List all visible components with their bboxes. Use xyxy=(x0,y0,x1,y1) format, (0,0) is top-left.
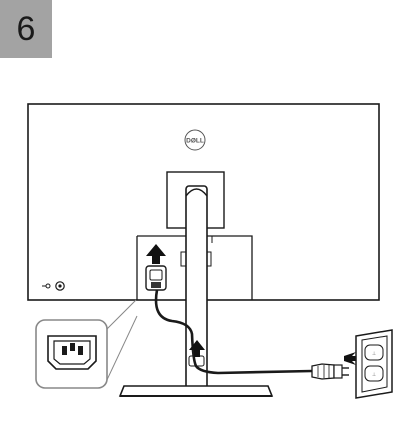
iec-c14-inlet-icon xyxy=(47,335,97,370)
ac-plug xyxy=(311,363,349,380)
headphone-jack-icon xyxy=(42,281,65,291)
brand-logo: DØLL xyxy=(184,129,206,151)
arrow-up-icon xyxy=(189,340,205,357)
callout-lines xyxy=(105,299,138,383)
io-bay xyxy=(136,235,253,300)
brand-logo-text: DØLL xyxy=(186,138,204,145)
step-number: 6 xyxy=(16,10,36,48)
power-inlet-callout xyxy=(35,319,108,389)
step-badge: 6 xyxy=(0,0,52,58)
wall-outlet: ⊥ ⊥ xyxy=(355,329,393,399)
outlet-socket-top: ⊥ xyxy=(364,344,384,361)
power-cable xyxy=(154,288,314,375)
outlet-socket-top-mark: ⊥ xyxy=(372,351,376,357)
stand-base xyxy=(118,385,274,397)
arrow-right-icon xyxy=(344,352,362,365)
outlet-socket-bottom: ⊥ xyxy=(364,365,384,382)
power-plug-monitor xyxy=(145,265,167,291)
outlet-socket-bottom-mark: ⊥ xyxy=(372,372,376,378)
arrow-up-icon xyxy=(146,244,166,264)
